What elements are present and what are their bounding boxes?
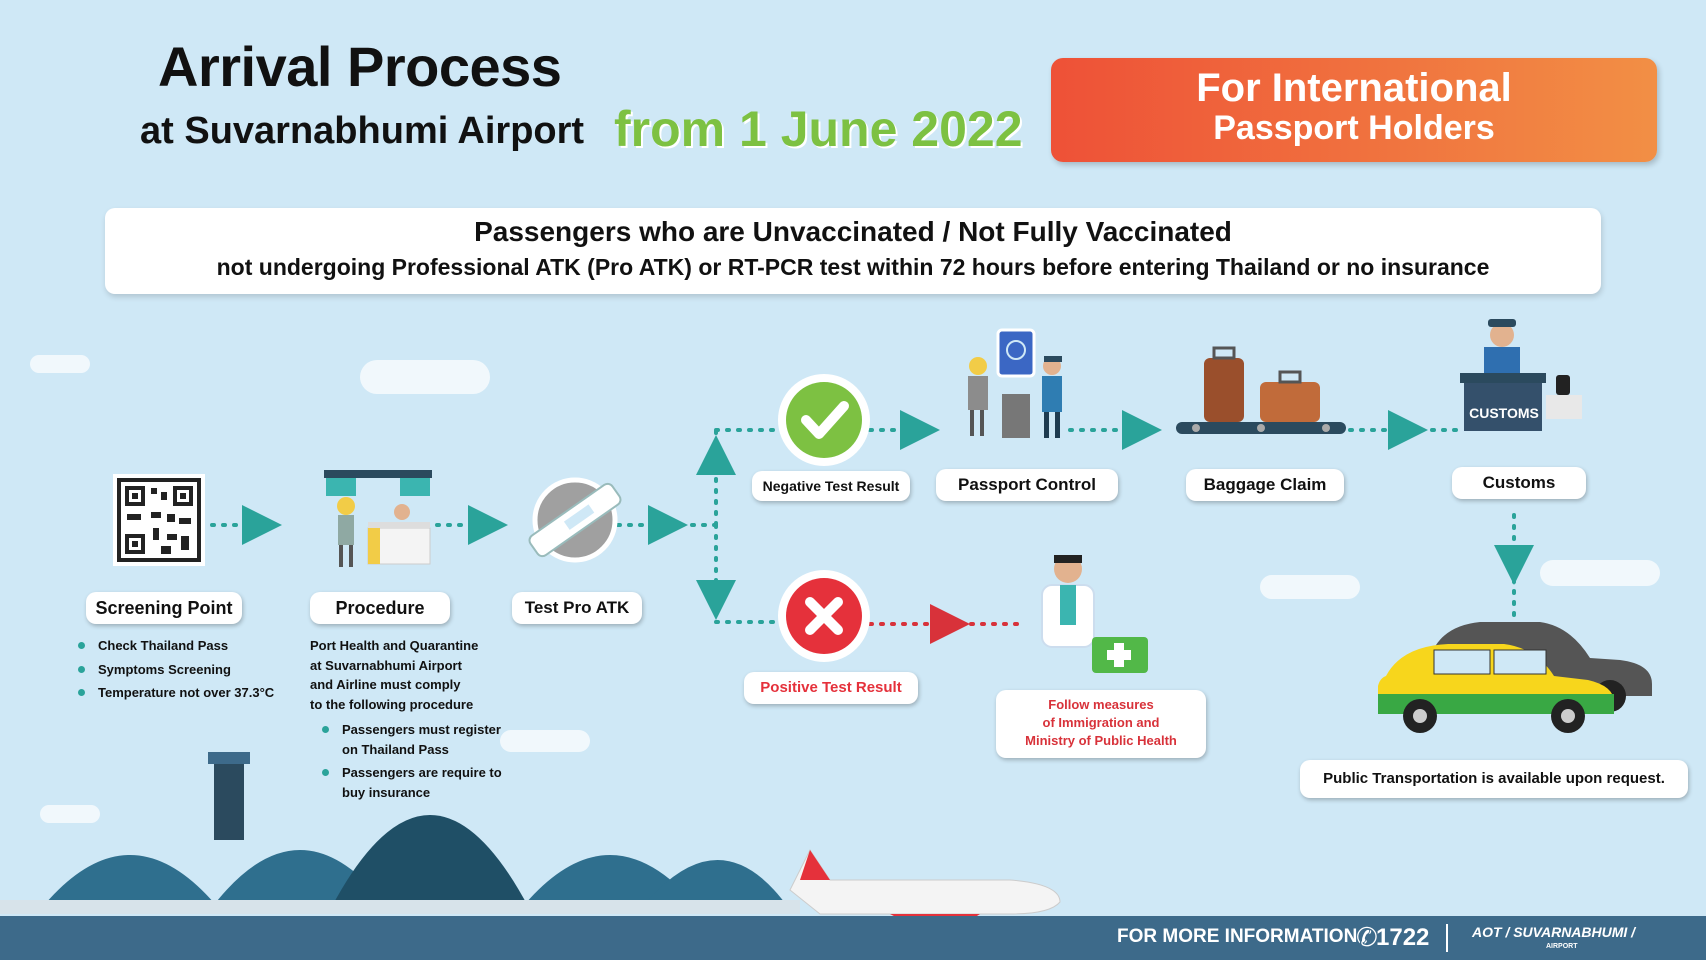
qr-code-icon (113, 474, 205, 566)
screening-checklist: Check Thailand Pass Symptoms Screening T… (78, 636, 298, 707)
health-desk-icon (324, 470, 432, 567)
aot-logo-sub: AIRPORT (1546, 943, 1578, 950)
procedure-intro-line: to the following procedure (310, 695, 510, 715)
procedure-description: Port Health and Quarantine at Suvarnabhu… (310, 636, 510, 806)
list-item: Temperature not over 37.3°C (78, 683, 298, 703)
cross-icon (778, 570, 870, 662)
step-label: Negative Test Result (763, 478, 900, 494)
step-label: Public Transportation is available upon … (1323, 770, 1665, 787)
step-procedure: Procedure (310, 592, 450, 624)
step-customs: Customs (1452, 467, 1586, 499)
list-item: Passengers must register on Thailand Pas… (322, 720, 502, 759)
measures-line: Ministry of Public Health (996, 732, 1206, 750)
aot-logo: AOT / SUVARNABHUMI / (1472, 924, 1635, 940)
footer-divider (1446, 924, 1448, 952)
procedure-intro-line: at Suvarnabhumi Airport (310, 656, 510, 676)
step-baggage-claim: Baggage Claim (1186, 469, 1344, 501)
list-item: Symptoms Screening (78, 660, 298, 680)
check-icon (778, 374, 870, 466)
step-public-transport: Public Transportation is available upon … (1300, 760, 1688, 798)
procedure-intro-line: Port Health and Quarantine (310, 636, 510, 656)
step-positive-result: Positive Test Result (744, 672, 918, 704)
step-test-pro-atk: Test Pro ATK (512, 592, 642, 624)
phone-icon: ✆ (1356, 922, 1378, 953)
baggage-icon (1176, 348, 1346, 434)
atk-test-icon (527, 480, 623, 560)
customs-sign: CUSTOMS (1466, 405, 1542, 421)
procedure-intro-line: and Airline must comply (310, 675, 510, 695)
step-label: Customs (1483, 473, 1556, 492)
passport-control-icon (968, 330, 1062, 438)
measures-line: Follow measures (996, 696, 1206, 714)
footer-bar (0, 916, 1706, 960)
step-label: Screening Point (95, 598, 232, 618)
step-follow-measures: Follow measures of Immigration and Minis… (996, 690, 1206, 758)
step-screening-point: Screening Point (86, 592, 242, 624)
step-negative-result: Negative Test Result (752, 471, 910, 501)
step-label: Passport Control (958, 475, 1096, 494)
list-item: Check Thailand Pass (78, 636, 298, 656)
step-passport-control: Passport Control (936, 469, 1118, 501)
step-label: Test Pro ATK (525, 598, 630, 617)
doctor-icon (1042, 555, 1148, 673)
step-label: Positive Test Result (760, 679, 901, 696)
measures-line: of Immigration and (996, 714, 1206, 732)
info-label: FOR MORE INFORMATION (1117, 926, 1357, 948)
step-label: Baggage Claim (1204, 475, 1327, 494)
list-item: Passengers are require to buy insurance (322, 763, 502, 802)
hotline-number: 1722 (1376, 924, 1429, 952)
step-label: Procedure (335, 598, 424, 618)
